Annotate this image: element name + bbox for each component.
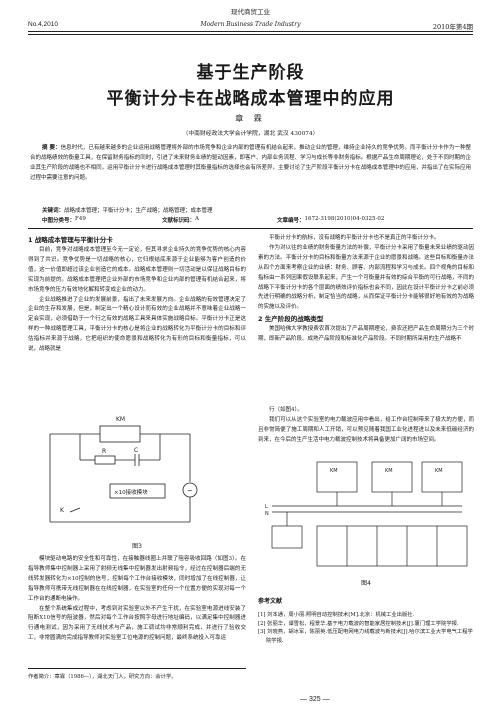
resistor-r	[94, 455, 116, 465]
fig4-label-l: L	[265, 504, 268, 510]
km-coil	[99, 425, 141, 443]
paragraph: 我们可以从这个实验室的电力载波应用中看出，给工作台控制带来了极大的方便，而且非常…	[258, 416, 474, 443]
controller-box	[271, 525, 303, 549]
author-affiliation: （中南财经政法大学会计学院，湖北 武汉 430074）	[182, 131, 319, 137]
abstract-label: 摘 要：	[42, 145, 61, 151]
author-name: 章 霖	[235, 114, 266, 123]
label-km: KM	[116, 416, 125, 423]
reference-item: [1] 刘本通，周小丽.照明自动控制技术[M].北京：机械工业出版社.	[258, 611, 415, 618]
fig4-label-km-1: KM	[330, 468, 338, 474]
reference-item: [2] 张丽华，谭雪松，程景华.基于电力载波的智能家居控制技术[J].厦门理工学…	[258, 620, 459, 627]
abstract-separator	[28, 228, 473, 229]
abstract-text: 信息时代，已有越来越多的企业运用战略管理将外部的市场竞争和企业内部的管理有机结合…	[30, 145, 471, 181]
clc-value: F49	[75, 216, 86, 222]
fig4-label-n: N	[265, 511, 269, 517]
label-ac: ~	[187, 487, 193, 495]
page-number: — 325 —	[300, 696, 330, 703]
label-module: ×10接收模块	[114, 488, 148, 496]
header-rule-thick	[28, 31, 473, 32]
label-r: R	[102, 448, 106, 455]
doc-code-value: A	[195, 216, 199, 222]
article-title-line-2: 平衡计分卡在战略成本管理中的应用	[106, 89, 395, 109]
issue-number-right: 2010年第4期	[432, 23, 473, 31]
article-no-label: 文章编号：	[277, 218, 305, 224]
abstract: 摘 要：信息时代，已有越来越多的企业运用战略管理将外部的市场竞争和企业内部的管理…	[30, 143, 471, 183]
paragraph: 平衡计分卡的航标，没有战略的平衡计分卡也不是真正的平衡计分卡。	[269, 235, 440, 241]
figure-3-caption: 图3	[132, 543, 142, 550]
right-column-bottom: 行（如图4）。我们可以从这个实验室的电力载波应用中看出，给工作台控制带来了极大的…	[258, 406, 474, 446]
issue-number-left: No.4,2010	[28, 21, 58, 28]
keywords-text: 战略成本管理；平衡计分卡；生产战略；战略管理；成本管理	[64, 208, 213, 214]
reference-item: [3] 刘晓燕，胡冰军，陈丽英.低压配电网电力线载波与新技术[J].哈尔滨工业大…	[258, 629, 473, 645]
references-heading: 参考文献	[258, 598, 283, 605]
figure-3-circuit: KM R C ~ ×10接收模块 K	[49, 416, 198, 523]
fig4-label-km-2: KM	[385, 468, 393, 474]
section-heading: 1 战略成本管理与平衡计分卡	[28, 236, 113, 244]
references: 参考文献 [1] 刘本通，周小丽.照明自动控制技术[M].北京：机械工业出版社.…	[258, 598, 474, 646]
paragraph: 企业战略推进了企业的发展前景，指出了未来发展方向。企业战略的有效管理决定了企业的…	[28, 296, 246, 353]
paragraph: 作为对以往的业绩的财务衡量方法的补偿，平衡计分卡采用了衡量未来业绩的驱动因素的方…	[258, 244, 474, 311]
figure-4-wiring: KM KM KM L N	[265, 461, 468, 567]
figure-4-caption: 图4	[361, 580, 371, 587]
paragraph: 目前，竞争对战略成本管理至今无一定论，但其寻求企业持久的竞争优势的核心内容得到了…	[28, 247, 246, 293]
left-column-top: 1 战略成本管理与平衡计分卡目前，竞争对战略成本管理至今无一定论，但其寻求企业持…	[28, 234, 246, 355]
running-header: 现代商贸工业 No.4,2010 Modern Business Trade I…	[28, 6, 473, 44]
paragraph: 在整个系统集成过程中，考虑到对实验室以外不产生干扰，在实验室电源进线安装了阻断X…	[28, 605, 246, 642]
left-column-bottom: 模块驱动电路的安全性和可靠性，在接触器线圈上并联了阻容吸收回路（如图3）。在指导…	[28, 555, 246, 644]
fig4-label-km-3: KM	[435, 468, 443, 474]
paragraph: 模块驱动电路的安全性和可靠性，在接触器线圈上并联了阻容吸收回路（如图3）。在指导…	[28, 556, 246, 602]
header-rule-thin	[28, 34, 473, 35]
article-no-value: 1672-3198(2010)04-0325-02	[304, 216, 385, 222]
journal-name-cn: 现代商贸工业	[231, 8, 270, 16]
references-list: [1] 刘本通，周小丽.照明自动控制技术[M].北京：机械工业出版社. [2] 张…	[258, 611, 474, 646]
workbench-row	[316, 525, 468, 567]
clc-label: 中图分类号：	[42, 218, 76, 224]
cabinet-1	[316, 461, 358, 493]
journal-name-en: Modern Business Trade Industry	[200, 21, 301, 28]
cabinet-3	[421, 461, 463, 493]
keywords: 关键词：战略成本管理；平衡计分卡；生产战略；战略管理；成本管理	[42, 206, 471, 214]
author-footnote: 作者简介：章霖（1986—），湖北天门人，研究方向：会计学。	[28, 668, 246, 680]
doc-code-label: 文献标识码：	[162, 218, 196, 224]
right-column-top: 平衡计分卡的航标，没有战略的平衡计分卡也不是真正的平衡计分卡。作为对以往的业绩的…	[258, 234, 474, 345]
label-k: K	[60, 507, 65, 514]
paragraph: 美国哈佛大学教授费农首次提出了产品周期理论，费农还把产品生命周期分为三个时期，即…	[258, 326, 474, 343]
paragraph: 行（如图4）。	[269, 407, 303, 413]
cabinet-2	[371, 461, 413, 493]
keywords-label: 关键词：	[42, 208, 65, 214]
receiver-module	[109, 483, 166, 499]
section-heading: 2 生产阶段的战略类型	[258, 315, 324, 324]
article-title-line-1: 基于生产阶段	[196, 63, 305, 83]
label-c: C	[134, 447, 138, 454]
